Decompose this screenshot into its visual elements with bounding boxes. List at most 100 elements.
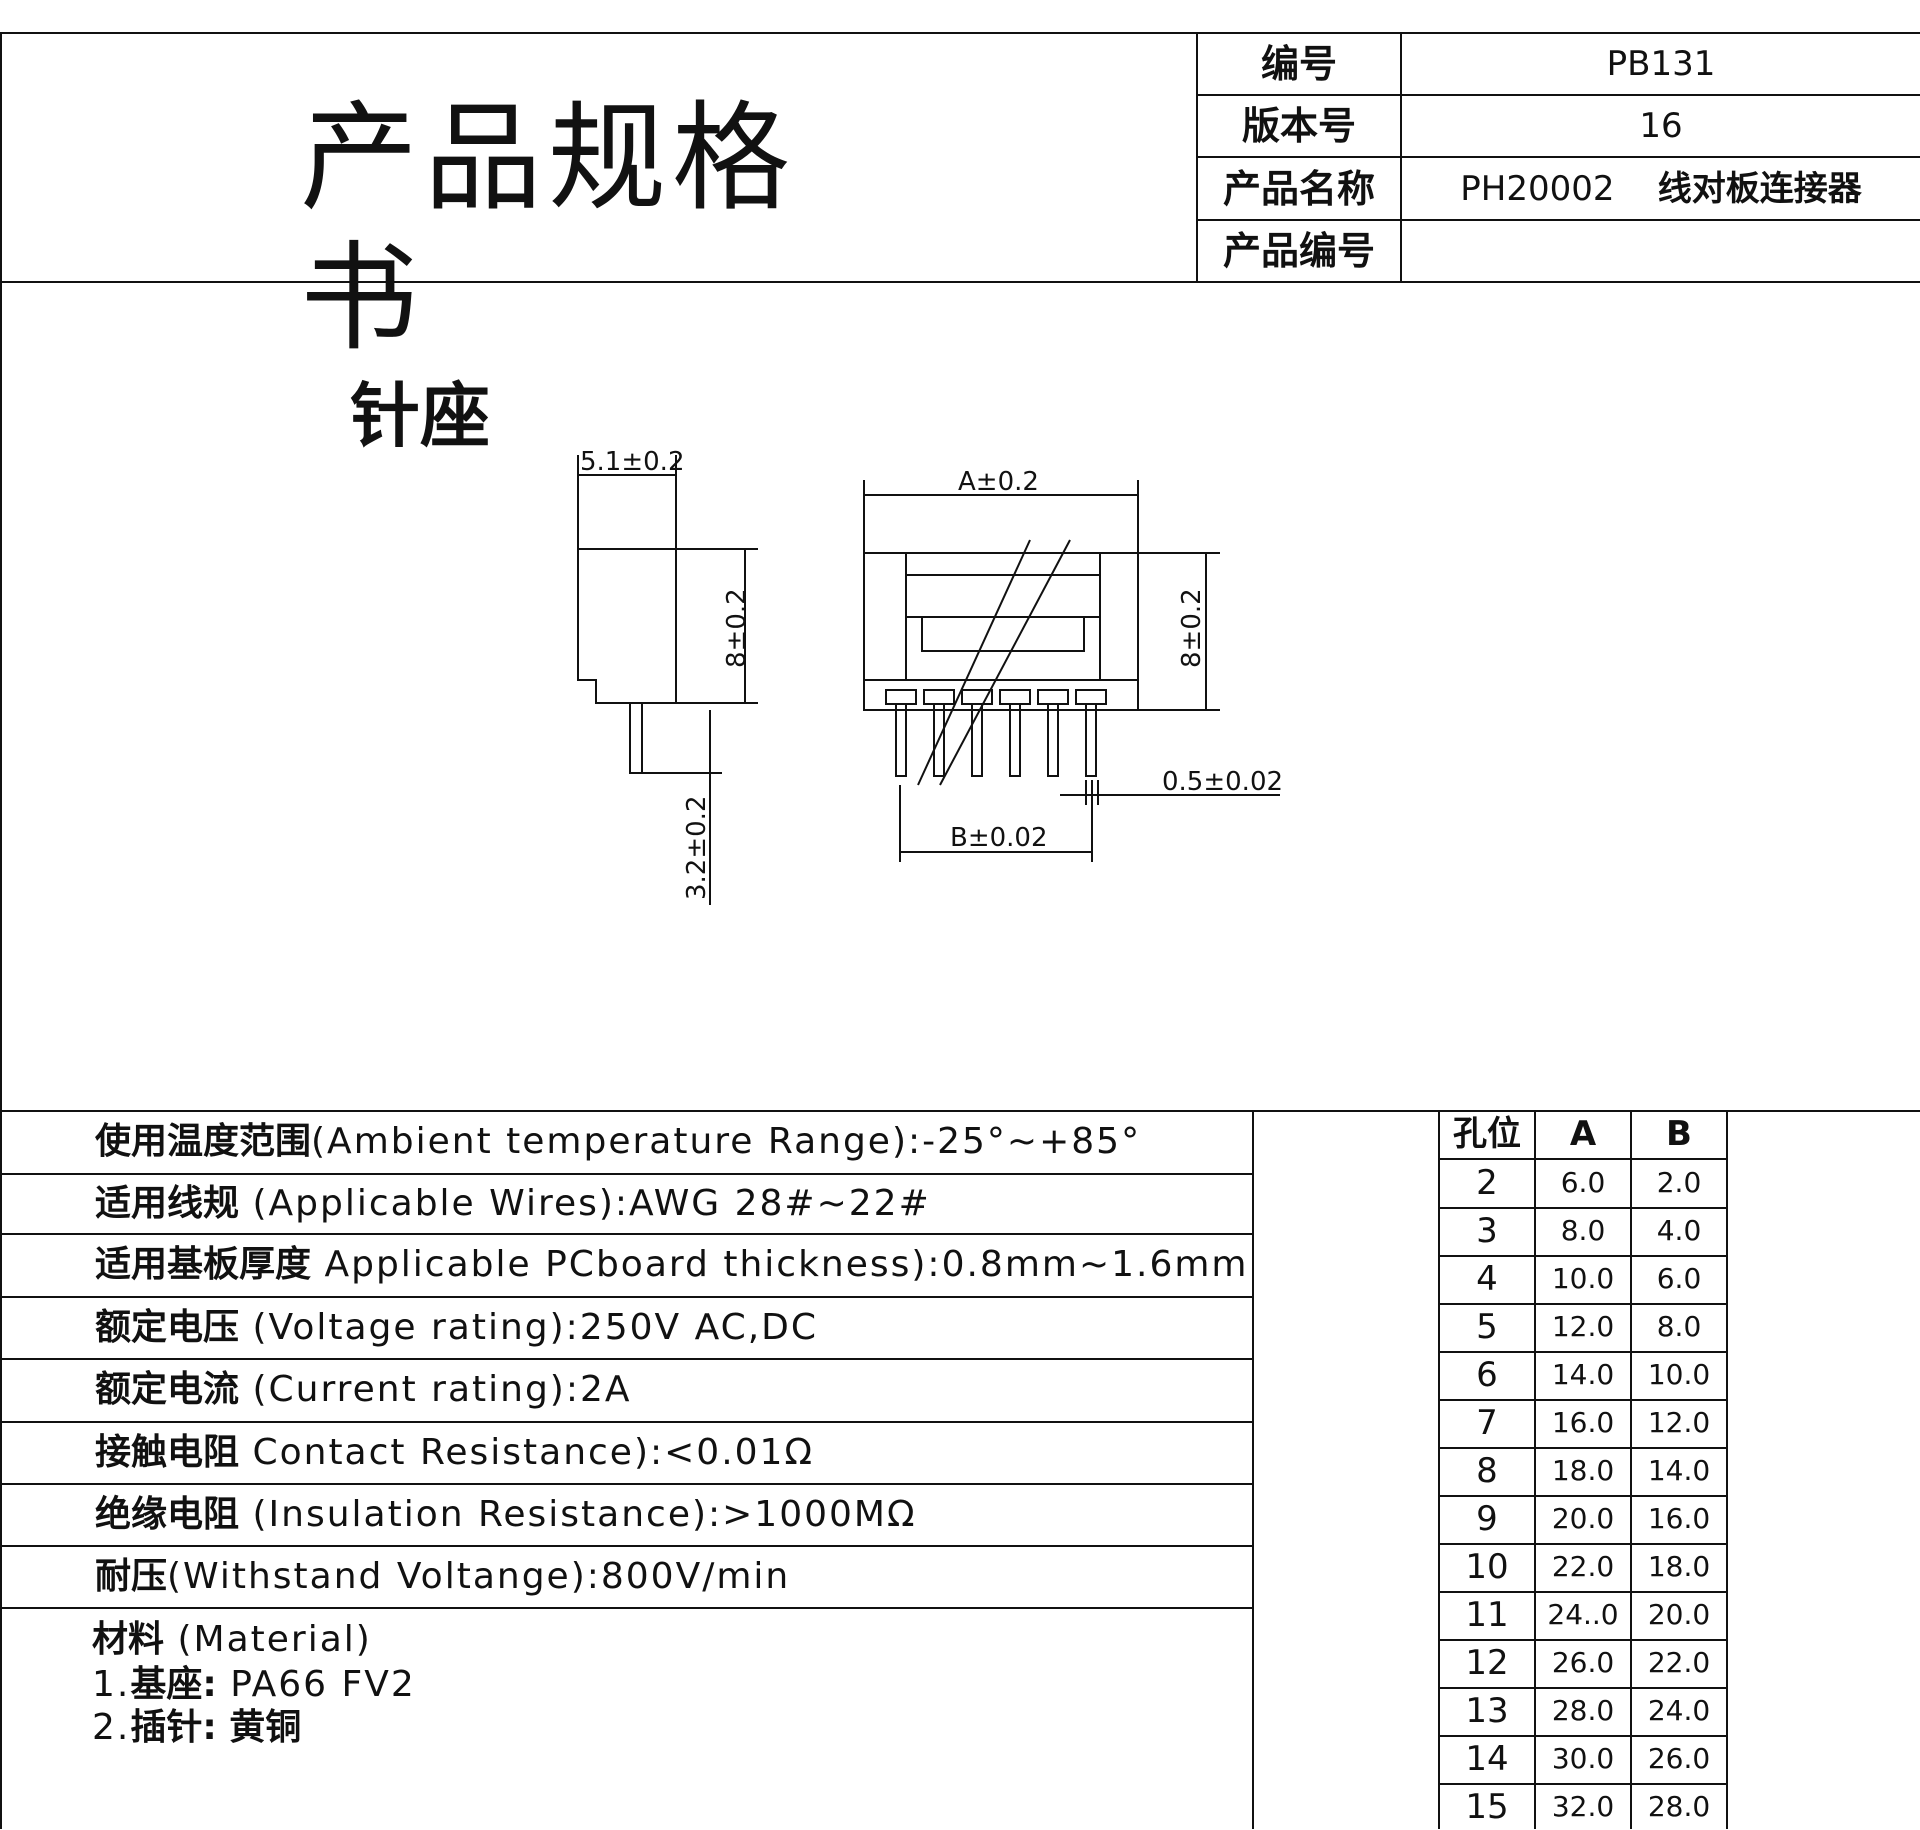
header-meta-row-line	[1196, 219, 1920, 221]
pin-row	[885, 689, 1107, 777]
dim-a-cell: 12.0	[1551, 1310, 1615, 1343]
spec-row-line	[0, 1483, 1254, 1485]
pin-count-cell: 3	[1476, 1211, 1498, 1251]
meta-value-product-name: PH20002 线对板连接器	[1402, 158, 1920, 220]
pin-table-row-line	[1438, 1207, 1728, 1209]
pin-table-header-b: B	[1666, 1114, 1692, 1154]
meta-label-number: 编号	[1260, 42, 1337, 86]
pin-count-cell: 15	[1465, 1787, 1509, 1827]
material-heading: 材料 (Material)	[92, 1619, 372, 1660]
drawing-title: 针座	[350, 374, 490, 457]
spec-voltage: 额定电压 (Voltage rating):250V AC,DC	[95, 1307, 819, 1348]
meta-value-number: PB131	[1606, 44, 1716, 84]
dim-a-cell: 20.0	[1551, 1502, 1615, 1535]
dim-a-cell: 32.0	[1551, 1790, 1615, 1823]
spec-contact-resistance: 接触电阻 Contact Resistance):<0.01Ω	[95, 1432, 814, 1473]
pin-table-left-border	[1438, 1110, 1440, 1829]
spec-row-line	[0, 1233, 1254, 1235]
sheet-left-border	[0, 32, 2, 1829]
product-name-zh: 线对板连接器	[1657, 169, 1862, 209]
dim-side-height: 8±0.2	[722, 588, 752, 668]
spec-pcb-thickness: 适用基板厚度 Applicable PCboard thickness):0.8…	[95, 1244, 1249, 1285]
dim-pin-width: 0.5±0.02	[1162, 767, 1283, 797]
dim-a-cell: 24..0	[1547, 1598, 1619, 1631]
pin-table-col-divider	[1534, 1110, 1536, 1829]
pin-table-row-line	[1438, 1447, 1728, 1449]
pin-table-row-line	[1438, 1543, 1728, 1545]
dim-a-cell: 18.0	[1551, 1454, 1615, 1487]
header-bottom-border	[0, 281, 1920, 283]
spec-temperature: 使用温度范围(Ambient temperature Range):-25°~+…	[95, 1121, 1142, 1162]
dim-a-cell: 16.0	[1551, 1406, 1615, 1439]
pin-count-cell: 9	[1476, 1499, 1498, 1539]
pin-count-cell: 4	[1476, 1259, 1498, 1299]
connector-drawing: 5.1±0.2 8±0.2 3.2±0.2 A±0.2 8±0.2 0.5±0.…	[577, 447, 1283, 905]
product-code: PH20002	[1460, 169, 1615, 209]
meta-label-product-name: 产品名称	[1222, 167, 1375, 211]
pin-table-row-line	[1438, 1351, 1728, 1353]
pin-count-cell: 6	[1476, 1355, 1498, 1395]
pin-table-row-line	[1438, 1303, 1728, 1305]
dim-a-cell: 6.0	[1560, 1166, 1606, 1199]
side-view	[577, 455, 758, 905]
material-item-pin: 2.插针: 黄铜	[92, 1707, 302, 1748]
pin-count-cell: 10	[1465, 1547, 1509, 1587]
dim-b-cell: 8.0	[1656, 1310, 1702, 1343]
dim-b-cell: 18.0	[1647, 1550, 1711, 1583]
spec-row-line	[0, 1296, 1254, 1298]
dim-a-cell: 26.0	[1551, 1646, 1615, 1679]
dim-a-cell: 28.0	[1551, 1694, 1615, 1727]
pin-table-row-line	[1438, 1495, 1728, 1497]
spec-row-line	[0, 1358, 1254, 1360]
spec-row-line	[0, 1421, 1254, 1423]
dim-side-width: 5.1±0.2	[580, 447, 684, 477]
pin-count-cell: 8	[1476, 1451, 1498, 1491]
dim-b-cell: 10.0	[1647, 1358, 1711, 1391]
dim-b-cell: 28.0	[1647, 1790, 1711, 1823]
pin-table-header-a: A	[1569, 1114, 1597, 1154]
dim-b-cell: 26.0	[1647, 1742, 1711, 1775]
pin-count-cell: 14	[1465, 1739, 1509, 1779]
pin-count-cell: 5	[1476, 1307, 1498, 1347]
dim-a-cell: 14.0	[1551, 1358, 1615, 1391]
pin-table-row-line	[1438, 1255, 1728, 1257]
material-item-base: 1.基座: PA66 FV2	[92, 1664, 416, 1705]
dim-front-width: A±0.2	[958, 467, 1039, 497]
dim-front-height: 8±0.2	[1177, 588, 1207, 668]
pin-table-row-line	[1438, 1639, 1728, 1641]
pin-table-header-line	[1438, 1158, 1728, 1160]
pin-table-right-border	[1726, 1110, 1728, 1829]
header-meta-row-line	[1196, 156, 1920, 158]
dim-b-cell: 6.0	[1656, 1262, 1702, 1295]
header-meta-row-line	[1196, 94, 1920, 96]
pin-table-row-line	[1438, 1399, 1728, 1401]
dim-pitch-total: B±0.02	[950, 823, 1048, 853]
pin-count-cell: 2	[1476, 1163, 1498, 1203]
dim-a-cell: 30.0	[1551, 1742, 1615, 1775]
dim-a-cell: 10.0	[1551, 1262, 1615, 1295]
dim-b-cell: 14.0	[1647, 1454, 1711, 1487]
meta-label-product-id: 产品编号	[1222, 229, 1375, 273]
dim-b-cell: 2.0	[1656, 1166, 1702, 1199]
dim-a-cell: 22.0	[1551, 1550, 1615, 1583]
spec-row-line	[0, 1173, 1254, 1175]
dim-pin-length: 3.2±0.2	[682, 796, 712, 900]
meta-value-version: 16	[1639, 106, 1683, 146]
pin-table-header-positions: 孔位	[1453, 1114, 1521, 1154]
spec-wires: 适用线规 (Applicable Wires):AWG 28#~22#	[95, 1183, 931, 1224]
pin-count-cell: 13	[1465, 1691, 1509, 1731]
spec-current: 额定电流 (Current rating):2A	[95, 1369, 632, 1410]
dim-b-cell: 22.0	[1647, 1646, 1711, 1679]
header-top-border	[0, 32, 1920, 34]
specs-top-border	[0, 1110, 1920, 1112]
dim-b-cell: 12.0	[1647, 1406, 1711, 1439]
dim-b-cell: 20.0	[1647, 1598, 1711, 1631]
spec-insulation-resistance: 绝缘电阻 (Insulation Resistance):>1000MΩ	[95, 1494, 917, 1535]
pin-count-cell: 11	[1465, 1595, 1509, 1635]
dim-a-cell: 8.0	[1560, 1214, 1606, 1247]
pin-count-cell: 7	[1476, 1403, 1498, 1443]
pin-count-cell: 12	[1465, 1643, 1509, 1683]
spec-withstand-voltage: 耐压(Withstand Voltange):800V/min	[95, 1556, 791, 1597]
dim-b-cell: 16.0	[1647, 1502, 1711, 1535]
